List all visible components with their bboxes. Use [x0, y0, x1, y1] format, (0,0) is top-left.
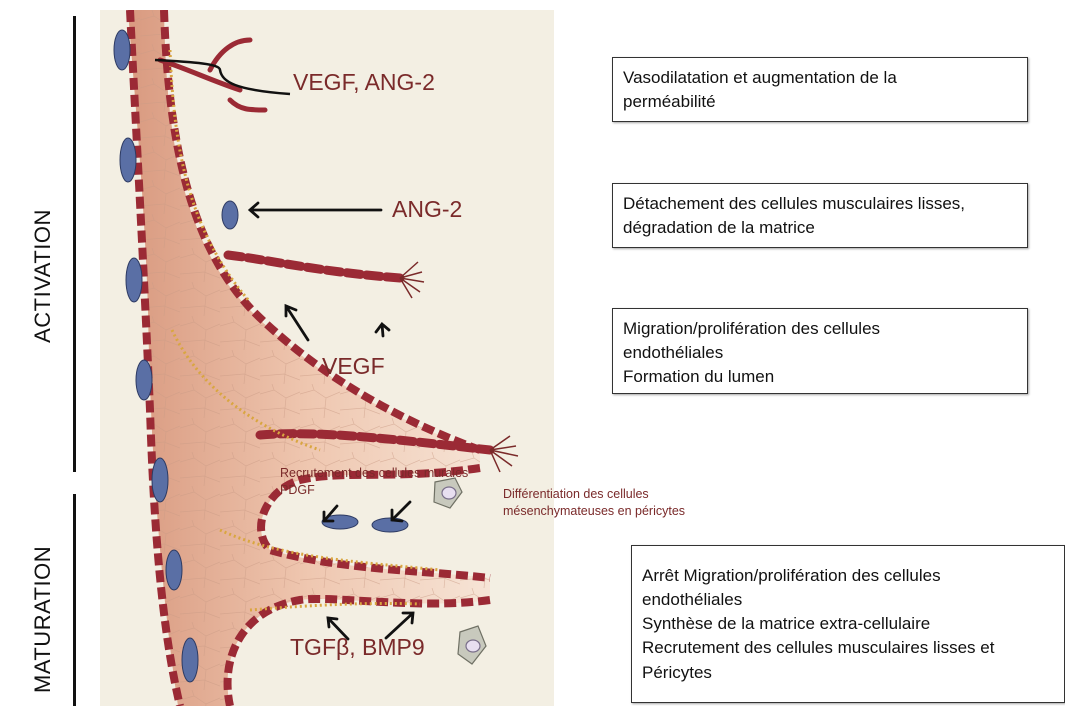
box4-line3: Synthèse de la matrice extra-cellulaire [642, 612, 1054, 636]
maturation-phase-line [73, 494, 76, 706]
label-differentiation: Différentiation des cellules mésenchymat… [503, 486, 685, 520]
description-box-arret-migration: Arrêt Migration/prolifération des cellul… [631, 545, 1065, 703]
description-box-migration: Migration/prolifération des cellules end… [612, 308, 1028, 394]
box2-line1: Détachement des cellules musculaires lis… [623, 192, 1017, 216]
box4-line1: Arrêt Migration/prolifération des cellul… [642, 564, 1054, 588]
box4-line4: Recrutement des cellules musculaires lis… [642, 636, 1054, 660]
maturation-phase-label: MATURATION [30, 553, 56, 693]
label-recrutement-line1: Recrutement des cellules murales [280, 465, 468, 482]
box4-line2: endothéliales [642, 588, 1054, 612]
description-box-vasodilatation: Vasodilatation et augmentation de la per… [612, 57, 1028, 122]
box1-line2: perméabilité [623, 90, 1017, 114]
box3-line1: Migration/prolifération des cellules [623, 317, 1017, 341]
label-tgfb-bmp9: TGFβ, BMP9 [290, 634, 425, 661]
label-recrutement-line2: PDGF [280, 482, 468, 499]
label-recrutement-cellules-murales: Recrutement des cellules murales PDGF [280, 465, 468, 499]
label-differentiation-line1: Différentiation des cellules [503, 486, 685, 503]
label-ang2: ANG-2 [392, 196, 462, 223]
box3-line2: endothéliales [623, 341, 1017, 365]
box1-line1: Vasodilatation et augmentation de la [623, 66, 1017, 90]
label-differentiation-line2: mésenchymateuses en péricytes [503, 503, 685, 520]
activation-phase-label: ACTIVATION [30, 206, 56, 346]
label-vegf: VEGF [322, 353, 385, 380]
label-vegf-ang2: VEGF, ANG-2 [293, 69, 435, 96]
box4-line5: Péricytes [642, 661, 1054, 685]
activation-phase-line [73, 16, 76, 472]
description-box-detachement: Détachement des cellules musculaires lis… [612, 183, 1028, 248]
box3-line3: Formation du lumen [623, 365, 1017, 389]
box2-line2: dégradation de la matrice [623, 216, 1017, 240]
